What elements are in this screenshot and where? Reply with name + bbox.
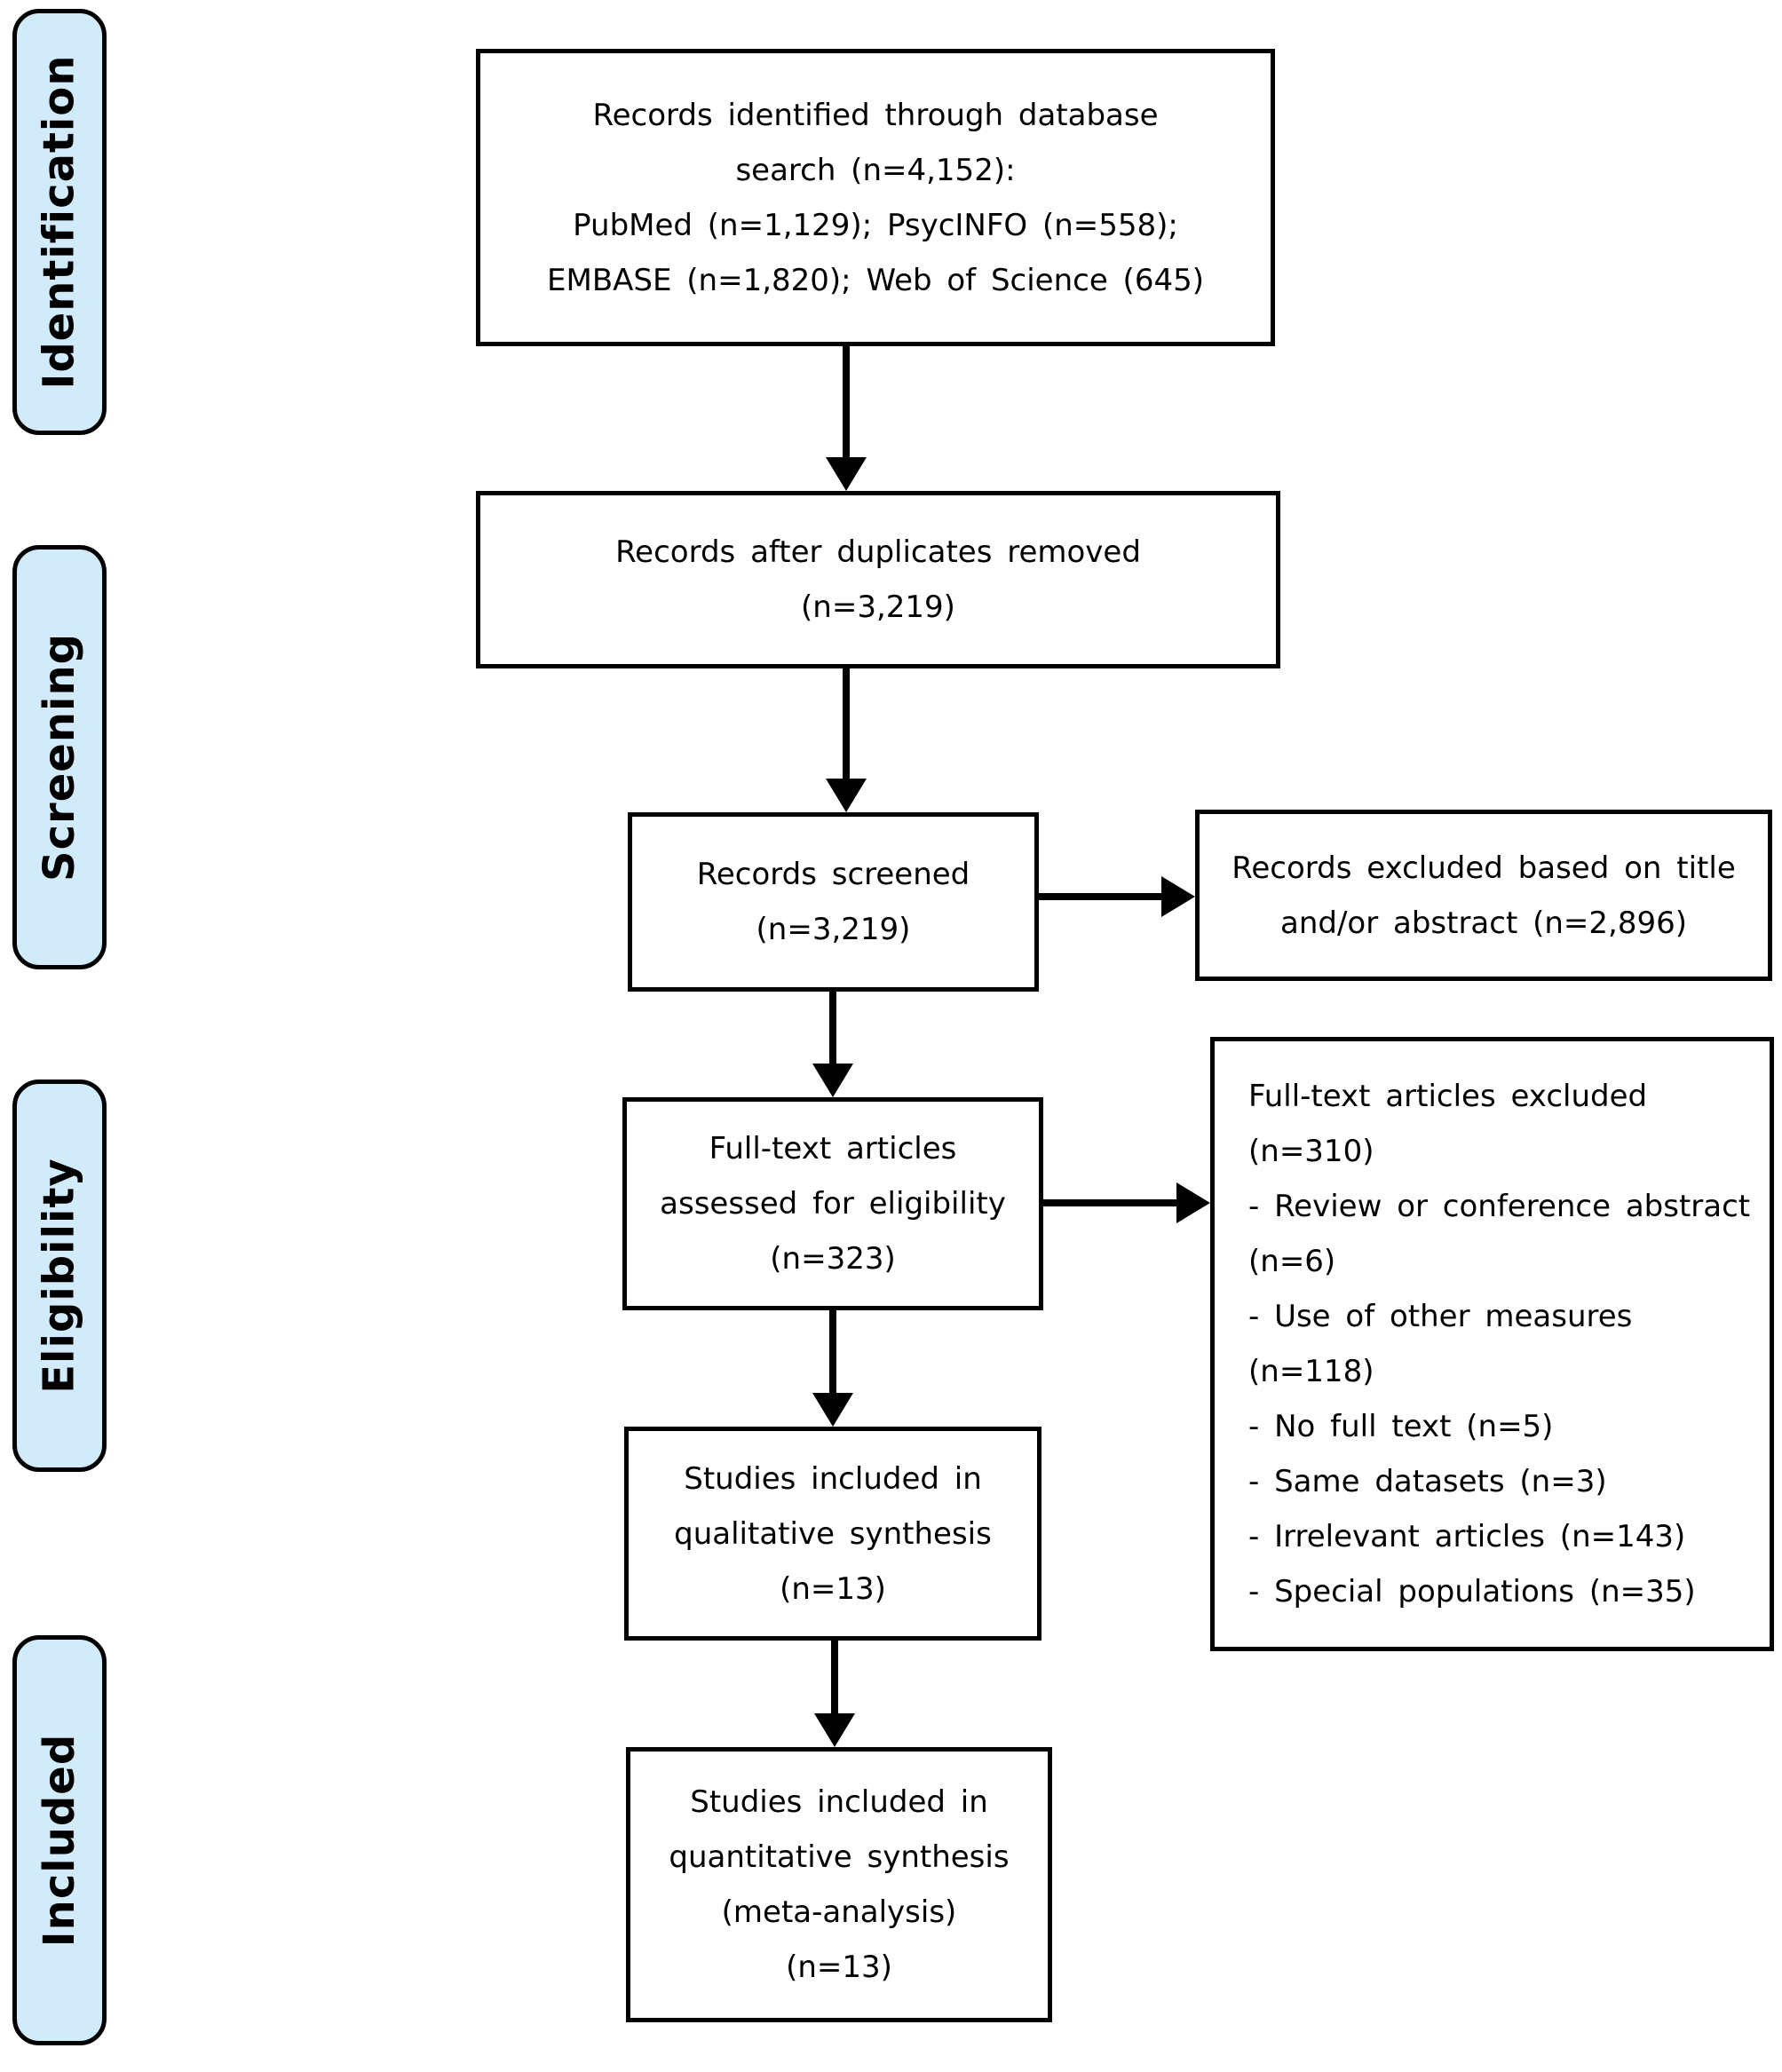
text-line: Records screened — [696, 857, 970, 892]
text-line: (n=323) — [770, 1241, 896, 1277]
arrow-qualitative-to-quantitative — [831, 1641, 838, 1717]
stage-identification: Identification — [12, 9, 107, 435]
arrow-screened-to-fulltext — [829, 992, 836, 1068]
text-line: - Review or conference abstract — [1248, 1189, 1751, 1224]
text-line: (n=13) — [786, 1949, 892, 1985]
arrowhead-deduplicated-to-screened — [826, 779, 867, 812]
text-line: EMBASE (n=1,820); Web of Science (645) — [547, 262, 1204, 298]
text-line: Records excluded based on title — [1232, 850, 1736, 886]
box-quantitative-synthesis: Studies included in quantitative synthesi… — [626, 1747, 1052, 2022]
stage-eligibility-label: Eligibility — [35, 1158, 84, 1394]
box-qualitative-synthesis: Studies included in qualitative synthesis… — [624, 1427, 1041, 1641]
text-line: PubMed (n=1,129); PsycINFO (n=558); — [573, 207, 1178, 243]
arrowhead-fulltext-to-excluded — [1176, 1182, 1210, 1223]
arrowhead-identified-to-deduplicated — [826, 457, 867, 491]
text-line: - Irrelevant articles (n=143) — [1248, 1519, 1686, 1554]
stage-identification-label: Identification — [35, 54, 85, 390]
text-line: qualitative synthesis — [674, 1515, 992, 1552]
text-line: (n=6) — [1248, 1244, 1336, 1279]
arrowhead-fulltext-to-qualitative — [812, 1393, 853, 1427]
box-records-identified: Records identified through database searc… — [476, 49, 1275, 346]
text-line: and/or abstract (n=2,896) — [1279, 905, 1688, 941]
text-line: Studies included in — [690, 1784, 988, 1820]
text-line: assessed for eligibility — [660, 1186, 1006, 1222]
box-records-screened: Records screened (n=3,219) — [628, 812, 1039, 992]
box-fulltext-excluded: Full-text articles excluded (n=310) - Revi… — [1210, 1037, 1774, 1651]
arrow-identified-to-deduplicated — [843, 346, 850, 462]
arrowhead-screened-to-excluded — [1161, 876, 1195, 917]
text-line: (n=3,219) — [801, 589, 955, 625]
text-line: (n=3,219) — [756, 912, 911, 947]
box-duplicates-removed: Records after duplicates removed (n=3,219… — [476, 491, 1280, 668]
stage-included-label: Included — [35, 1733, 85, 1948]
text-line: (n=310) — [1248, 1134, 1374, 1169]
text-line: - Same datasets (n=3) — [1248, 1464, 1607, 1499]
arrow-fulltext-to-excluded — [1043, 1199, 1178, 1206]
arrowhead-qualitative-to-quantitative — [814, 1713, 855, 1747]
text-line: (meta-analysis) — [721, 1894, 957, 1930]
arrowhead-screened-to-fulltext — [812, 1064, 853, 1097]
text-line: Full-text articles — [709, 1131, 957, 1166]
text-line: Records identified through database — [592, 97, 1159, 133]
text-line: Full-text articles excluded — [1248, 1079, 1648, 1114]
text-line: - Use of other measures — [1248, 1299, 1633, 1334]
box-excluded-title-abstract: Records excluded based on title and/or ab… — [1195, 810, 1772, 981]
arrow-screened-to-excluded — [1039, 893, 1165, 900]
text-line: quantitative synthesis — [669, 1839, 1010, 1875]
text-line: Records after duplicates removed — [615, 534, 1141, 570]
text-line: search (n=4,152): — [735, 152, 1016, 188]
arrow-deduplicated-to-screened — [843, 668, 850, 781]
text-line: - Special populations (n=35) — [1248, 1574, 1696, 1609]
text-line: - No full text (n=5) — [1248, 1409, 1554, 1444]
stage-screening: Screening — [12, 545, 107, 969]
stage-screening-label: Screening — [35, 633, 84, 882]
text-line: (n=13) — [780, 1570, 886, 1607]
arrow-fulltext-to-qualitative — [829, 1310, 836, 1397]
box-fulltext-assessed: Full-text articles assessed for eligibili… — [622, 1097, 1043, 1310]
stage-included: Included — [12, 1635, 107, 2045]
text-line: Studies included in — [684, 1460, 982, 1497]
stage-eligibility: Eligibility — [12, 1079, 107, 1472]
text-line: (n=118) — [1248, 1354, 1374, 1389]
